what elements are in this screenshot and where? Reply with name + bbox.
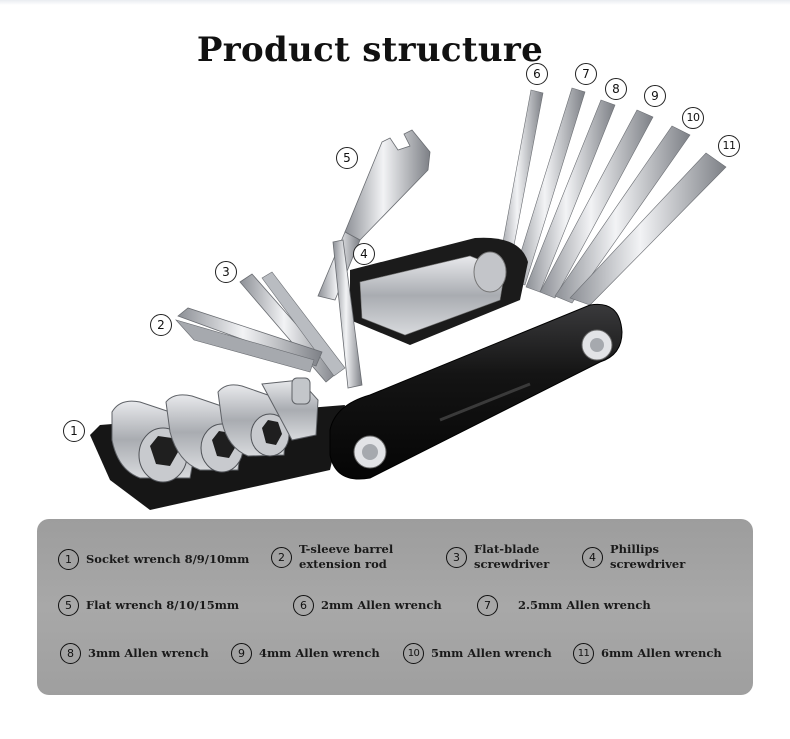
legend-panel: 1 Socket wrench 8/9/10mm 2 T-sleeve barr…: [37, 519, 753, 695]
legend-item-11: 11 6mm Allen wrench: [573, 643, 722, 664]
legend-label: 2.5mm Allen wrench: [518, 598, 651, 612]
legend-label: 2mm Allen wrench: [321, 598, 442, 612]
page-title: Product structure: [196, 30, 544, 70]
callout-4: 4: [353, 243, 375, 265]
legend-label: Flat wrench 8/10/15mm: [86, 598, 240, 612]
legend-label: Phillips screwdriver: [610, 542, 686, 571]
allen-keys: [495, 87, 727, 306]
legend-label: T-sleeve barrel extension rod: [299, 542, 394, 571]
multi-tool-illustration: [90, 87, 727, 510]
legend-label: Flat-blade screwdriver: [474, 542, 550, 571]
legend-number: 3: [446, 546, 467, 568]
legend-item-3: 3 Flat-blade screwdriver: [446, 542, 558, 572]
legend-number: 4: [582, 546, 603, 568]
legend-number: 6: [293, 595, 314, 616]
callout-9: 9: [644, 85, 666, 107]
legend-item-10: 10 5mm Allen wrench: [403, 643, 552, 664]
legend-number: 10: [403, 643, 424, 664]
legend-label: 5mm Allen wrench: [431, 646, 552, 660]
sockets: [111, 377, 319, 483]
legend-number: 8: [60, 643, 81, 664]
tool-body: [329, 303, 623, 480]
callout-2: 2: [150, 314, 172, 336]
legend-label: 4mm Allen wrench: [259, 646, 380, 660]
legend-label: Socket wrench 8/9/10mm: [86, 552, 250, 566]
legend-item-4: 4 Phillips screwdriver: [582, 542, 694, 572]
legend-item-1: 1 Socket wrench 8/9/10mm: [58, 549, 249, 570]
legend-number: 7: [477, 595, 498, 616]
legend-item-8: 8 3mm Allen wrench: [60, 643, 209, 664]
phillips-screwdriver-tool: [332, 239, 363, 389]
legend-item-9: 9 4mm Allen wrench: [231, 643, 380, 664]
callout-6: 6: [526, 63, 548, 85]
legend-number: 11: [573, 643, 594, 664]
callout-10: 10: [682, 107, 704, 129]
callout-11: 11: [718, 135, 740, 157]
legend-label: 3mm Allen wrench: [88, 646, 209, 660]
legend-item-6: 6 2mm Allen wrench: [293, 595, 442, 616]
legend-item-7: 7 2.5mm Allen wrench: [477, 595, 651, 616]
legend-number: 5: [58, 595, 79, 616]
legend-number: 9: [231, 643, 252, 664]
legend-number: 2: [271, 546, 292, 568]
callout-8: 8: [605, 78, 627, 100]
legend-label: 6mm Allen wrench: [601, 646, 722, 660]
callout-5: 5: [336, 147, 358, 169]
legend-number: 1: [58, 549, 79, 570]
legend-item-5: 5 Flat wrench 8/10/15mm: [58, 595, 239, 616]
legend-item-2: 2 T-sleeve barrel extension rod: [271, 542, 399, 572]
callout-1: 1: [63, 420, 85, 442]
callout-7: 7: [575, 63, 597, 85]
top-edge: [0, 0, 790, 5]
callout-3: 3: [215, 261, 237, 283]
